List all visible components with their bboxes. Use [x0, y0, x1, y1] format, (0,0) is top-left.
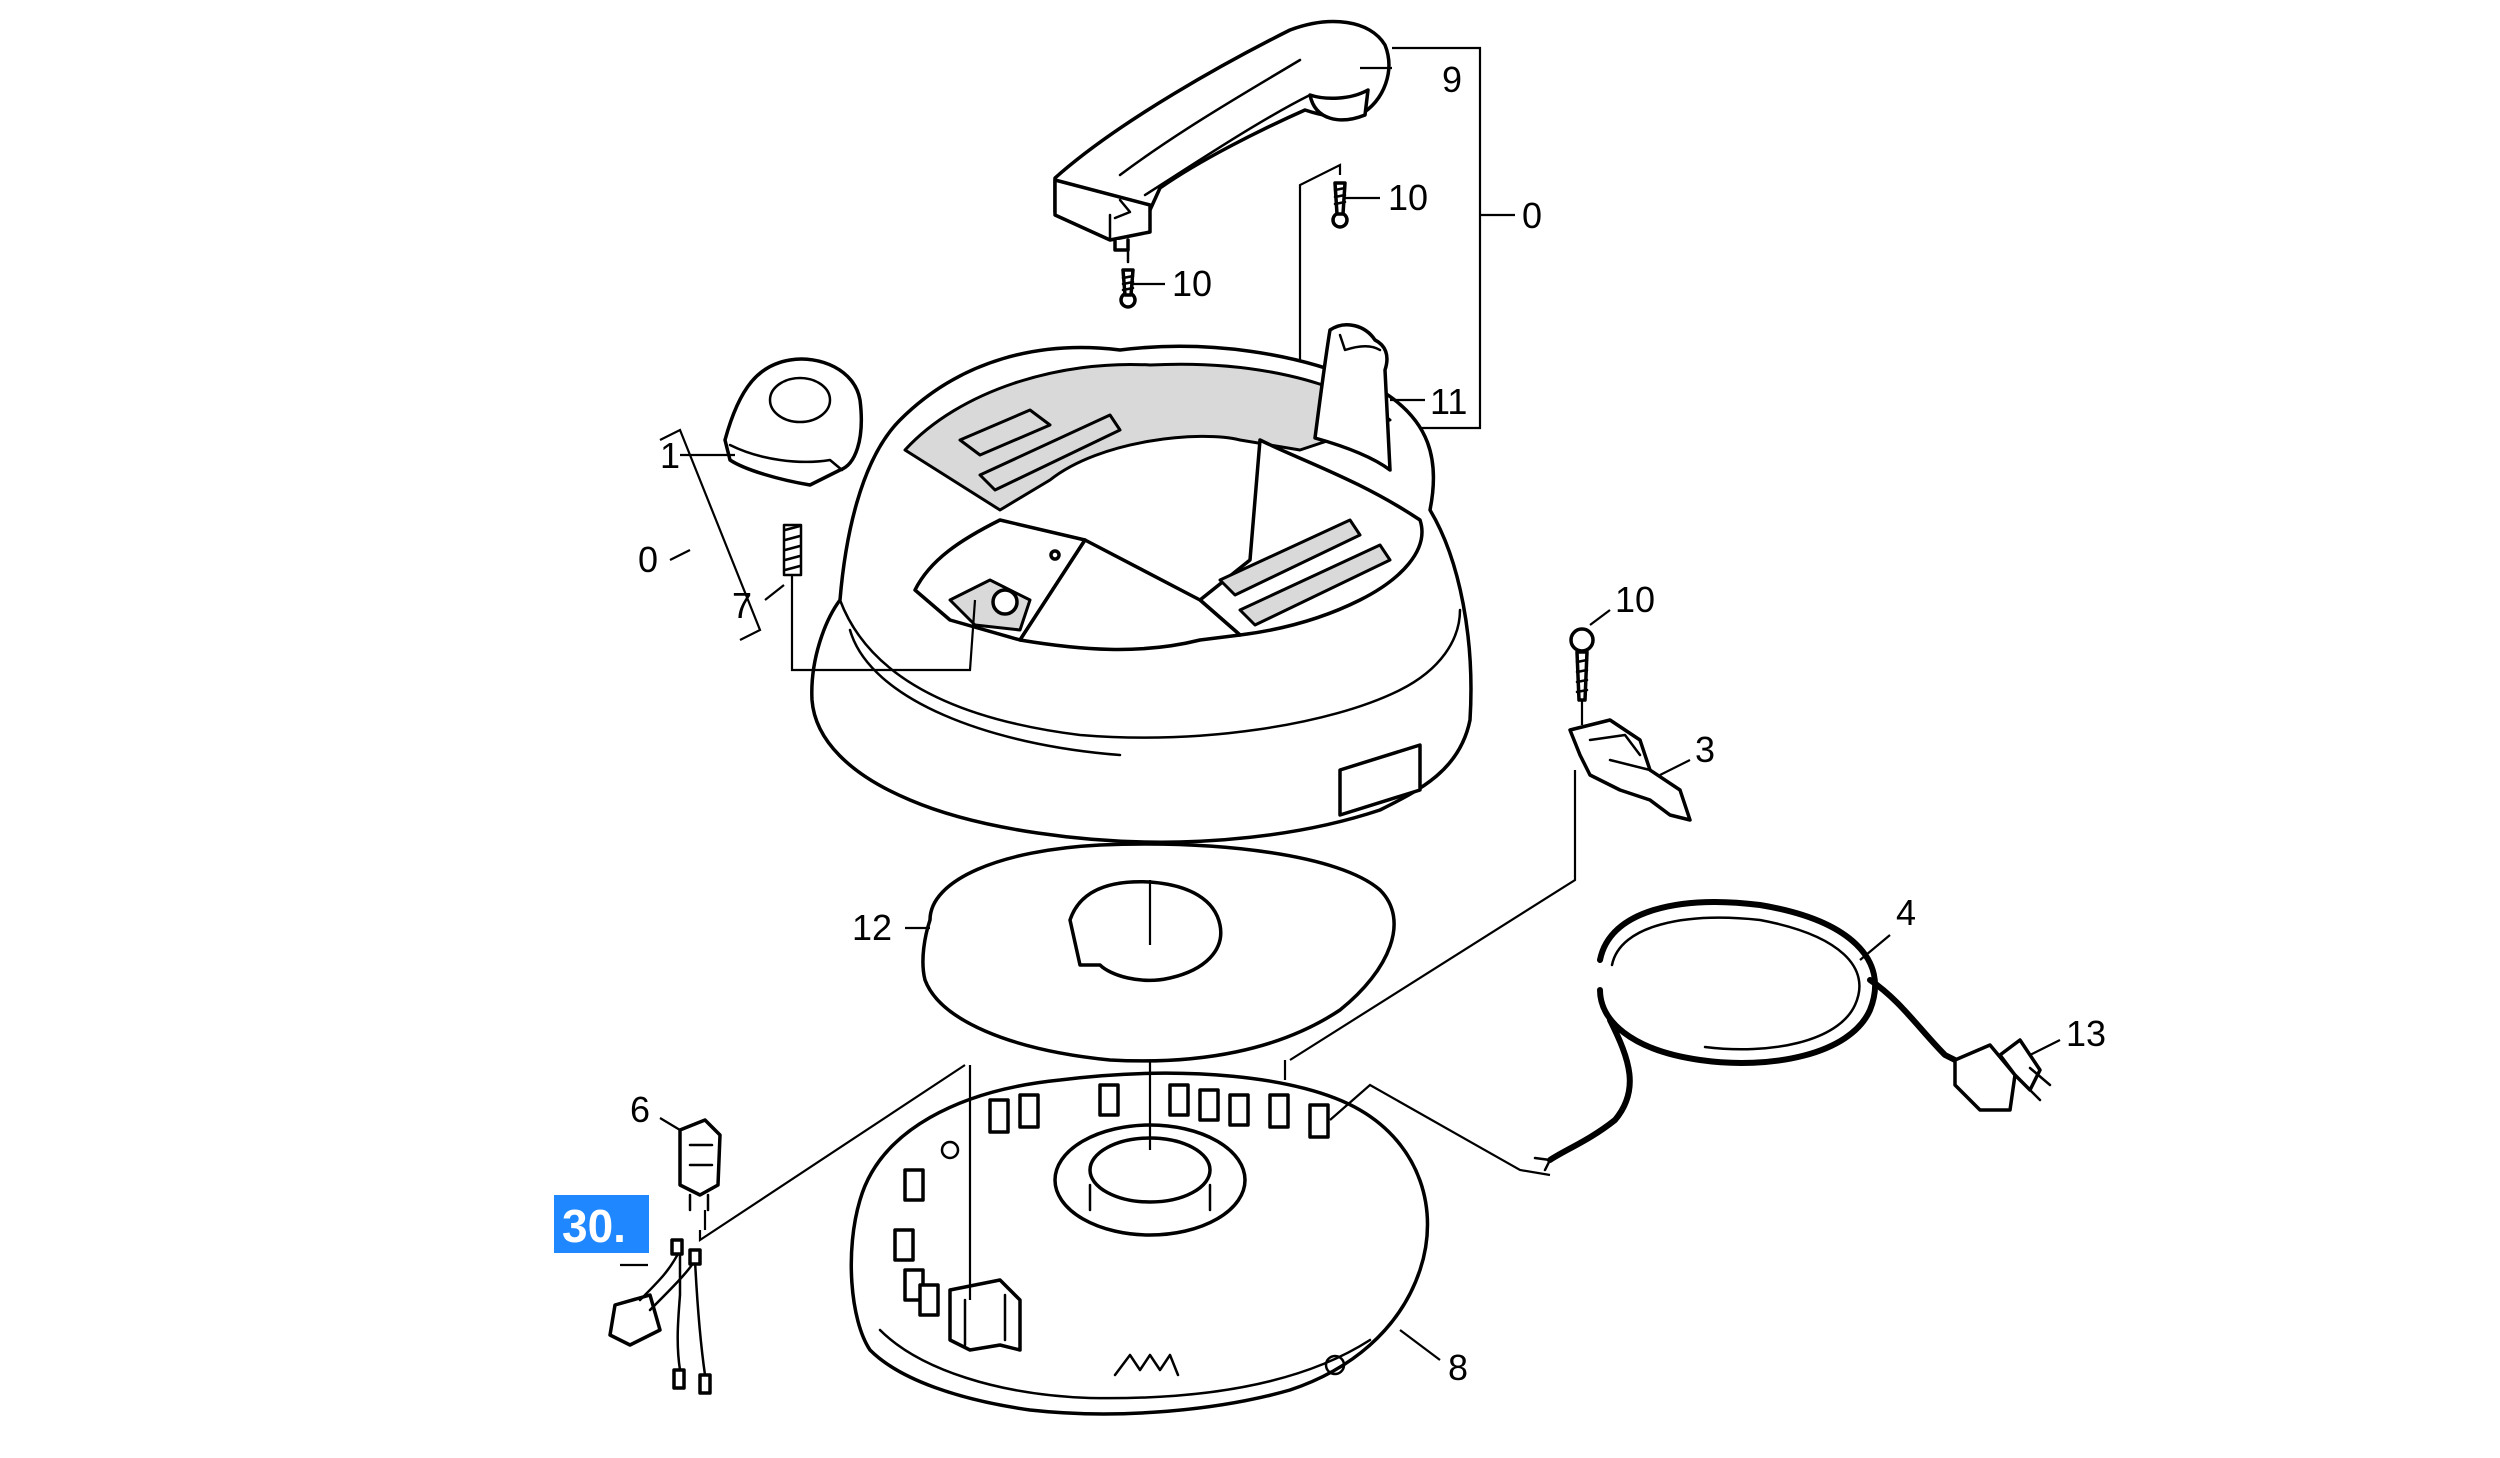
highlight-box	[554, 1195, 649, 1253]
switch-part-6	[659, 1064, 966, 1243]
screw-part-10-left	[1119, 248, 1165, 309]
support-part-11	[1313, 323, 1425, 472]
motor-cover-housing	[810, 344, 1473, 844]
label-part-6: 6	[630, 1089, 650, 1130]
callout-labels: 9 10 0 10 11 1 0 7 10 3 12 4 13 6 8	[630, 59, 2106, 1388]
plug-part-13	[1953, 1038, 2061, 1112]
screw-part-10-right	[1298, 163, 1380, 440]
highlight-label: 30.	[562, 1200, 626, 1252]
label-part-0-left: 0	[638, 539, 658, 580]
highlight-callout-30[interactable]: 30.	[554, 1195, 649, 1253]
screw-part-10-mid	[1569, 609, 1611, 702]
spring-part-7	[764, 523, 977, 672]
label-part-13: 13	[2066, 1013, 2106, 1054]
label-part-10-mid: 10	[1615, 579, 1655, 620]
label-part-1: 1	[660, 435, 680, 476]
group-bracket-left	[659, 428, 762, 641]
label-part-7: 7	[732, 585, 752, 626]
label-part-12: 12	[852, 907, 892, 948]
label-part-10-top-left: 10	[1172, 263, 1212, 304]
switch-part-3	[1289, 700, 1692, 1061]
label-part-3: 3	[1695, 729, 1715, 770]
base-posts	[893, 1083, 1330, 1317]
handle-part-9	[1053, 19, 1391, 252]
label-part-9: 9	[1442, 59, 1462, 100]
label-part-8: 8	[1448, 1347, 1468, 1388]
label-part-0-right: 0	[1522, 195, 1542, 236]
base-plate-part-8	[849, 1060, 1551, 1416]
wire-harness-part-30	[608, 1238, 712, 1395]
label-part-4: 4	[1896, 892, 1916, 933]
group-bracket-right	[1360, 46, 1515, 430]
gasket-part-12	[905, 842, 1396, 1063]
logo-mark-m	[1113, 1353, 1180, 1377]
label-part-10-top-right: 10	[1388, 177, 1428, 218]
label-part-11: 11	[1430, 381, 1467, 422]
power-cord-part-4	[1533, 899, 1978, 1172]
button-part-1	[680, 357, 864, 487]
